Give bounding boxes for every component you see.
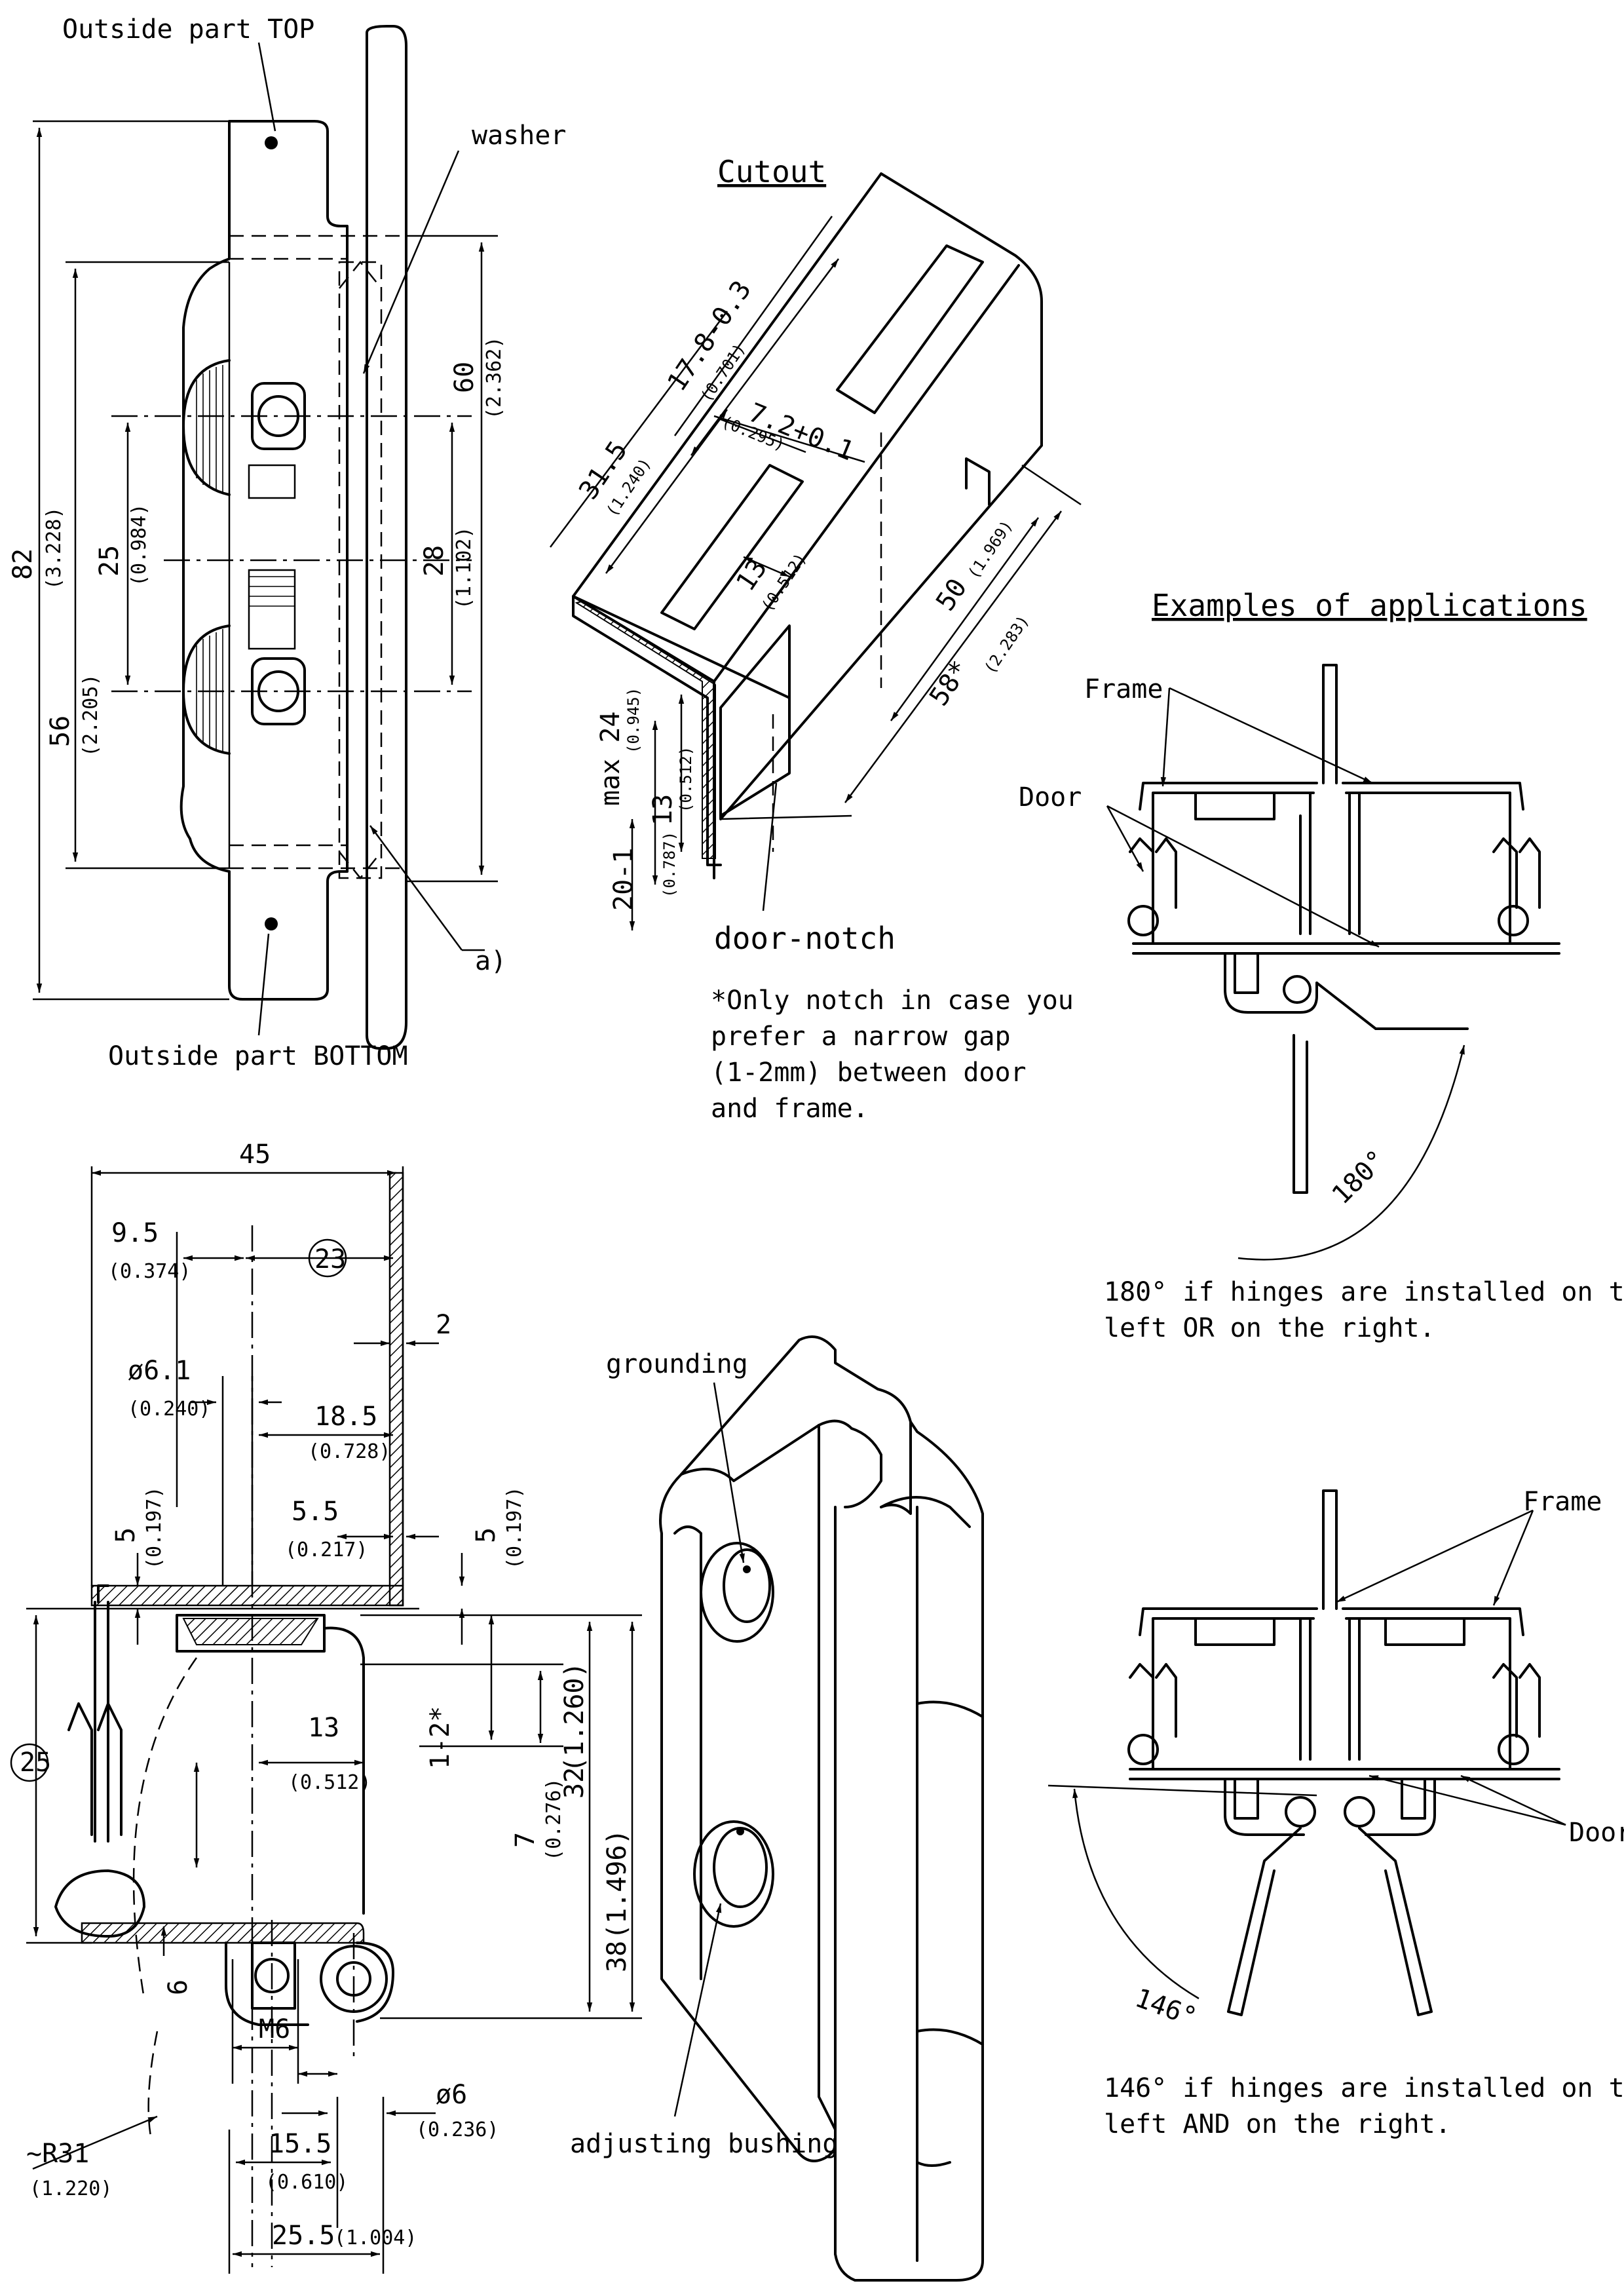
dim-60: 60 <box>449 362 480 393</box>
dim-max-24: max 24 <box>595 712 626 807</box>
dim-13b-in: (0.512) <box>677 746 695 813</box>
angle-180-label: 180° <box>1327 1144 1393 1210</box>
dim-2: 2 <box>436 1310 451 1340</box>
dim-7-in: (0.276) <box>542 1778 565 1861</box>
dim-60-in: (2.362) <box>483 337 506 419</box>
dim-15-5: 15.5 <box>269 2129 331 2159</box>
dim-25c: 25 <box>20 1748 51 1778</box>
note-146-line-2: left AND on the right. <box>1104 2109 1451 2139</box>
cutout-isometric <box>550 172 1082 930</box>
application-146-diagram <box>1048 1489 1566 2016</box>
top-view-dimension-labels: 82 (3.228) 56 (2.205) 25 (0.984) 28 (1.1… <box>8 337 506 757</box>
dim-28-in: (1.102) <box>453 527 476 609</box>
frame-label-1: Frame <box>1084 674 1163 704</box>
dim-32-in: (1.260) <box>559 1662 590 1772</box>
note-146: 146° if hinges are installed on the left… <box>1104 2073 1624 2139</box>
door-label-2: Door <box>1569 1818 1624 1848</box>
dim-r31: ~R31 <box>26 2139 89 2169</box>
dim-58-in: (2.283) <box>981 612 1033 678</box>
notch-note: *Only notch in case you prefer a narrow … <box>711 985 1074 1124</box>
notch-note-line-4: and frame. <box>711 1094 869 1124</box>
washer-label: washer <box>472 121 567 151</box>
dim-5-5-in: (0.217) <box>285 1539 368 1561</box>
notch-note-line-2: prefer a narrow gap <box>711 1022 1011 1052</box>
dim-18-5-in: (0.728) <box>308 1440 390 1463</box>
adjusting-bushing-label: adjusting bushing <box>570 2129 838 2159</box>
note-180-line-2: left OR on the right. <box>1104 1313 1435 1343</box>
dim-max-24-in: (0.945) <box>624 687 643 754</box>
dim-1-2: 1-2* <box>425 1706 455 1769</box>
dim-o6-in: (0.236) <box>416 2118 499 2141</box>
frame-label-2: Frame <box>1523 1487 1602 1517</box>
cutout-dimension-labels: 31.5 (1.240) 17.8-0.3 (0.701) 7.2+0.1 (0… <box>573 275 1032 911</box>
outside-top-label: Outside part TOP <box>62 14 314 45</box>
outside-bottom-label: Outside part BOTTOM <box>108 1041 408 1071</box>
dim-13b: 13 <box>648 794 678 826</box>
dim-5b: 5 <box>471 1527 501 1543</box>
dim-38: 38 <box>602 1941 632 1972</box>
dim-13-in: (0.512) <box>758 550 810 615</box>
dim-m6: M6 <box>259 2014 290 2044</box>
dim-18-5: 18.5 <box>314 1402 377 1432</box>
dim-5a: 5 <box>111 1527 141 1543</box>
section-dimension-labels: 45 9.5 (0.374) 23 2 ø6.1 (0.240) 18.5 (0… <box>20 1139 632 2251</box>
a-label: a) <box>475 946 506 976</box>
dim-r31-in: (1.220) <box>29 2177 112 2200</box>
dim-45: 45 <box>239 1139 271 1170</box>
dim-7: 7 <box>510 1832 540 1848</box>
door-label-1: Door <box>1019 782 1082 813</box>
grounding-label: grounding <box>606 1349 748 1379</box>
dim-50: 50 <box>930 573 973 617</box>
hinge-section-view <box>10 1166 642 2274</box>
dim-23: 23 <box>314 1244 346 1274</box>
application-180-diagram <box>1106 664 1560 1261</box>
dim-56: 56 <box>45 716 75 747</box>
dim-38-in: (1.496) <box>602 1829 632 1940</box>
dim-13s: 13 <box>308 1713 339 1743</box>
door-notch-label: door-notch <box>714 921 896 956</box>
dim-28: 28 <box>419 545 449 577</box>
dim-20-in: (0.787) <box>660 832 679 898</box>
dim-o6: ø6 <box>436 2080 467 2110</box>
dim-9-5: 9.5 <box>111 1218 159 1248</box>
dim-25-5: 25.5 <box>272 2221 335 2251</box>
dim-56-in: (2.205) <box>79 674 102 757</box>
hinge-front-view <box>33 25 498 1050</box>
dim-25: 25 <box>94 545 124 577</box>
dim-82: 82 <box>8 548 38 580</box>
hinge-isometric <box>659 1335 984 2282</box>
examples-title: Examples of applications <box>1152 588 1587 623</box>
dim-9-5-in: (0.374) <box>108 1260 191 1283</box>
dim-20: 20-1 <box>609 848 639 911</box>
dim-5-5: 5.5 <box>292 1497 339 1527</box>
dim-5a-in: (0.197) <box>143 1487 166 1569</box>
dim-15-5-in: (0.610) <box>265 2171 348 2194</box>
dim-13s-in: (0.512) <box>288 1771 371 1794</box>
notch-note-line-1: *Only notch in case you <box>711 985 1074 1016</box>
note-180-line-1: 180° if hinges are installed on the <box>1104 1277 1624 1307</box>
notch-note-line-3: (1-2mm) between door <box>711 1058 1027 1088</box>
dim-6-1: ø6.1 <box>128 1356 191 1386</box>
dim-25-5-in: (1.004) <box>334 2227 417 2249</box>
dim-5b-in: (0.197) <box>503 1487 526 1569</box>
angle-146-label: 146° <box>1131 1983 1201 2033</box>
dim-6: 6 <box>163 1980 193 1995</box>
dim-25-in: (0.984) <box>128 504 151 586</box>
dim-32: 32 <box>559 1767 590 1799</box>
dim-82-in: (3.228) <box>43 507 66 590</box>
note-146-line-1: 146° if hinges are installed on the <box>1104 2073 1624 2103</box>
note-180: 180° if hinges are installed on the left… <box>1104 1277 1624 1343</box>
dim-6-1-in: (0.240) <box>128 1398 210 1421</box>
cutout-title: Cutout <box>717 154 826 189</box>
